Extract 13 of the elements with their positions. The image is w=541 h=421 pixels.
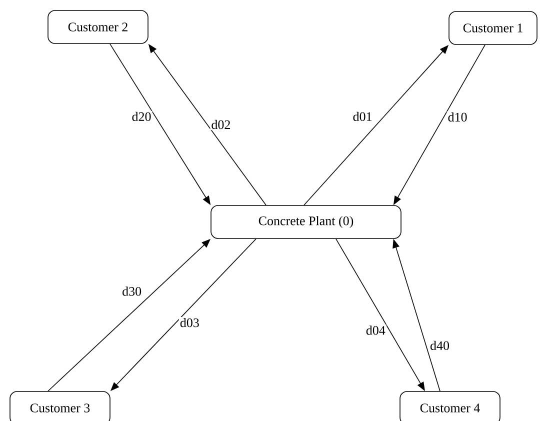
edge-label: d03 (178, 317, 200, 328)
edge-label: d10 (446, 111, 468, 123)
customer-box: Customer 3 (10, 391, 110, 421)
customer-box: Customer 2 (48, 10, 148, 44)
edge-label: d04 (364, 324, 386, 336)
edge-label: d20 (130, 110, 152, 122)
edge-label: d01 (352, 110, 374, 122)
edge-label: d30 (121, 286, 143, 297)
customer-box: Customer 4 (400, 391, 500, 421)
edge-label: d40 (429, 340, 451, 352)
plant-box: Concrete Plant (0) (210, 205, 402, 239)
edge-label: d02 (210, 118, 232, 130)
customer-box: Customer 1 (448, 11, 538, 45)
